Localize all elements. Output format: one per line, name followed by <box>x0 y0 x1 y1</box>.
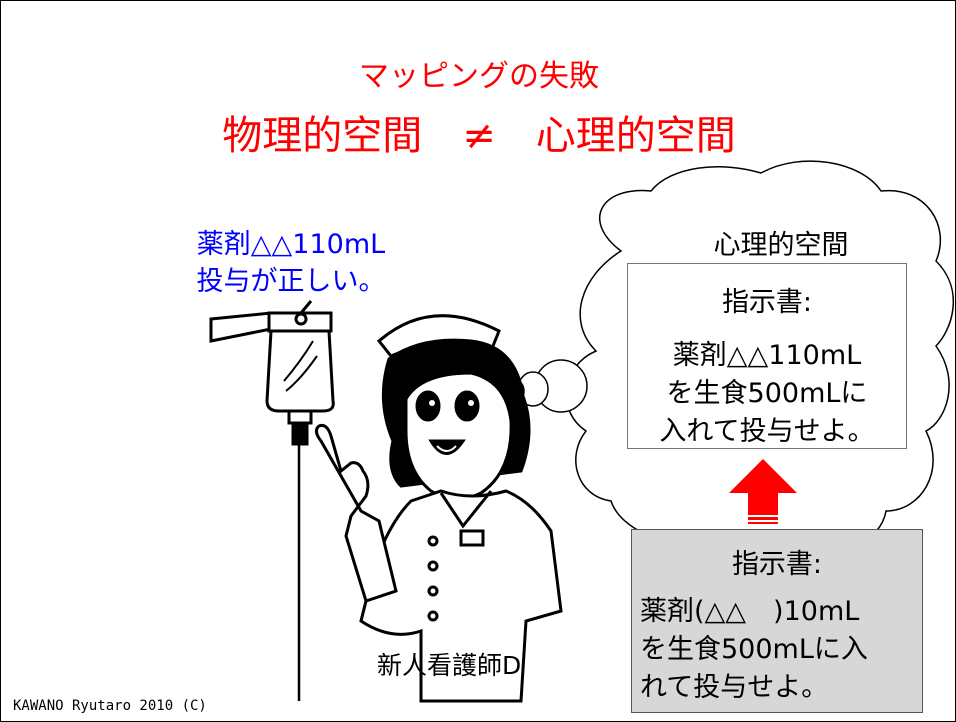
imagined-order-line: を生食500mLに <box>666 378 868 409</box>
slide-title: マッピングの失敗 <box>359 59 599 94</box>
nurse-speech: 薬剤△△110mL 投与が正しい。 <box>131 226 451 300</box>
actual-order-card: 指示書: 薬剤(△△ )10mL を生食500mLに入 れて投与せよ。 <box>631 529 923 713</box>
imagined-order-body: 薬剤△△110mL を生食500mLに 入れて投与せよ。 <box>628 337 906 451</box>
actual-order-heading: 指示書: <box>731 549 823 580</box>
red-up-arrow-icon <box>729 459 797 524</box>
actual-order-line: を生食500mLに入 <box>640 634 868 665</box>
speech-line-1: 薬剤△△110mL <box>196 229 386 260</box>
nurse-caption: 新人看護師D <box>377 651 522 680</box>
actual-order-body: 薬剤(△△ )10mL を生食500mLに入 れて投与せよ。 <box>632 593 922 707</box>
imagined-order-line: 入れて投与せよ。 <box>659 416 875 447</box>
copyright-notice: KAWANO Ryutaro 2010 (C) <box>13 698 207 714</box>
iv-drip-bag-icon <box>209 300 335 701</box>
slide-subtitle: 物理的空間 ≠ 心理的空間 <box>222 113 736 159</box>
imagined-order-heading: 指示書: <box>721 287 813 318</box>
nurse-illustration <box>314 314 563 703</box>
mental-space-label: 心理的空間 <box>713 230 849 261</box>
imagined-order-line: 薬剤△△110mL <box>672 340 862 371</box>
speech-line-2: 投与が正しい。 <box>196 266 386 297</box>
actual-order-line: れて投与せよ。 <box>640 672 829 703</box>
actual-order-line: 薬剤(△△ )10mL <box>640 596 860 627</box>
imagined-order-card: 指示書: 薬剤△△110mL を生食500mLに 入れて投与せよ。 <box>627 263 907 449</box>
